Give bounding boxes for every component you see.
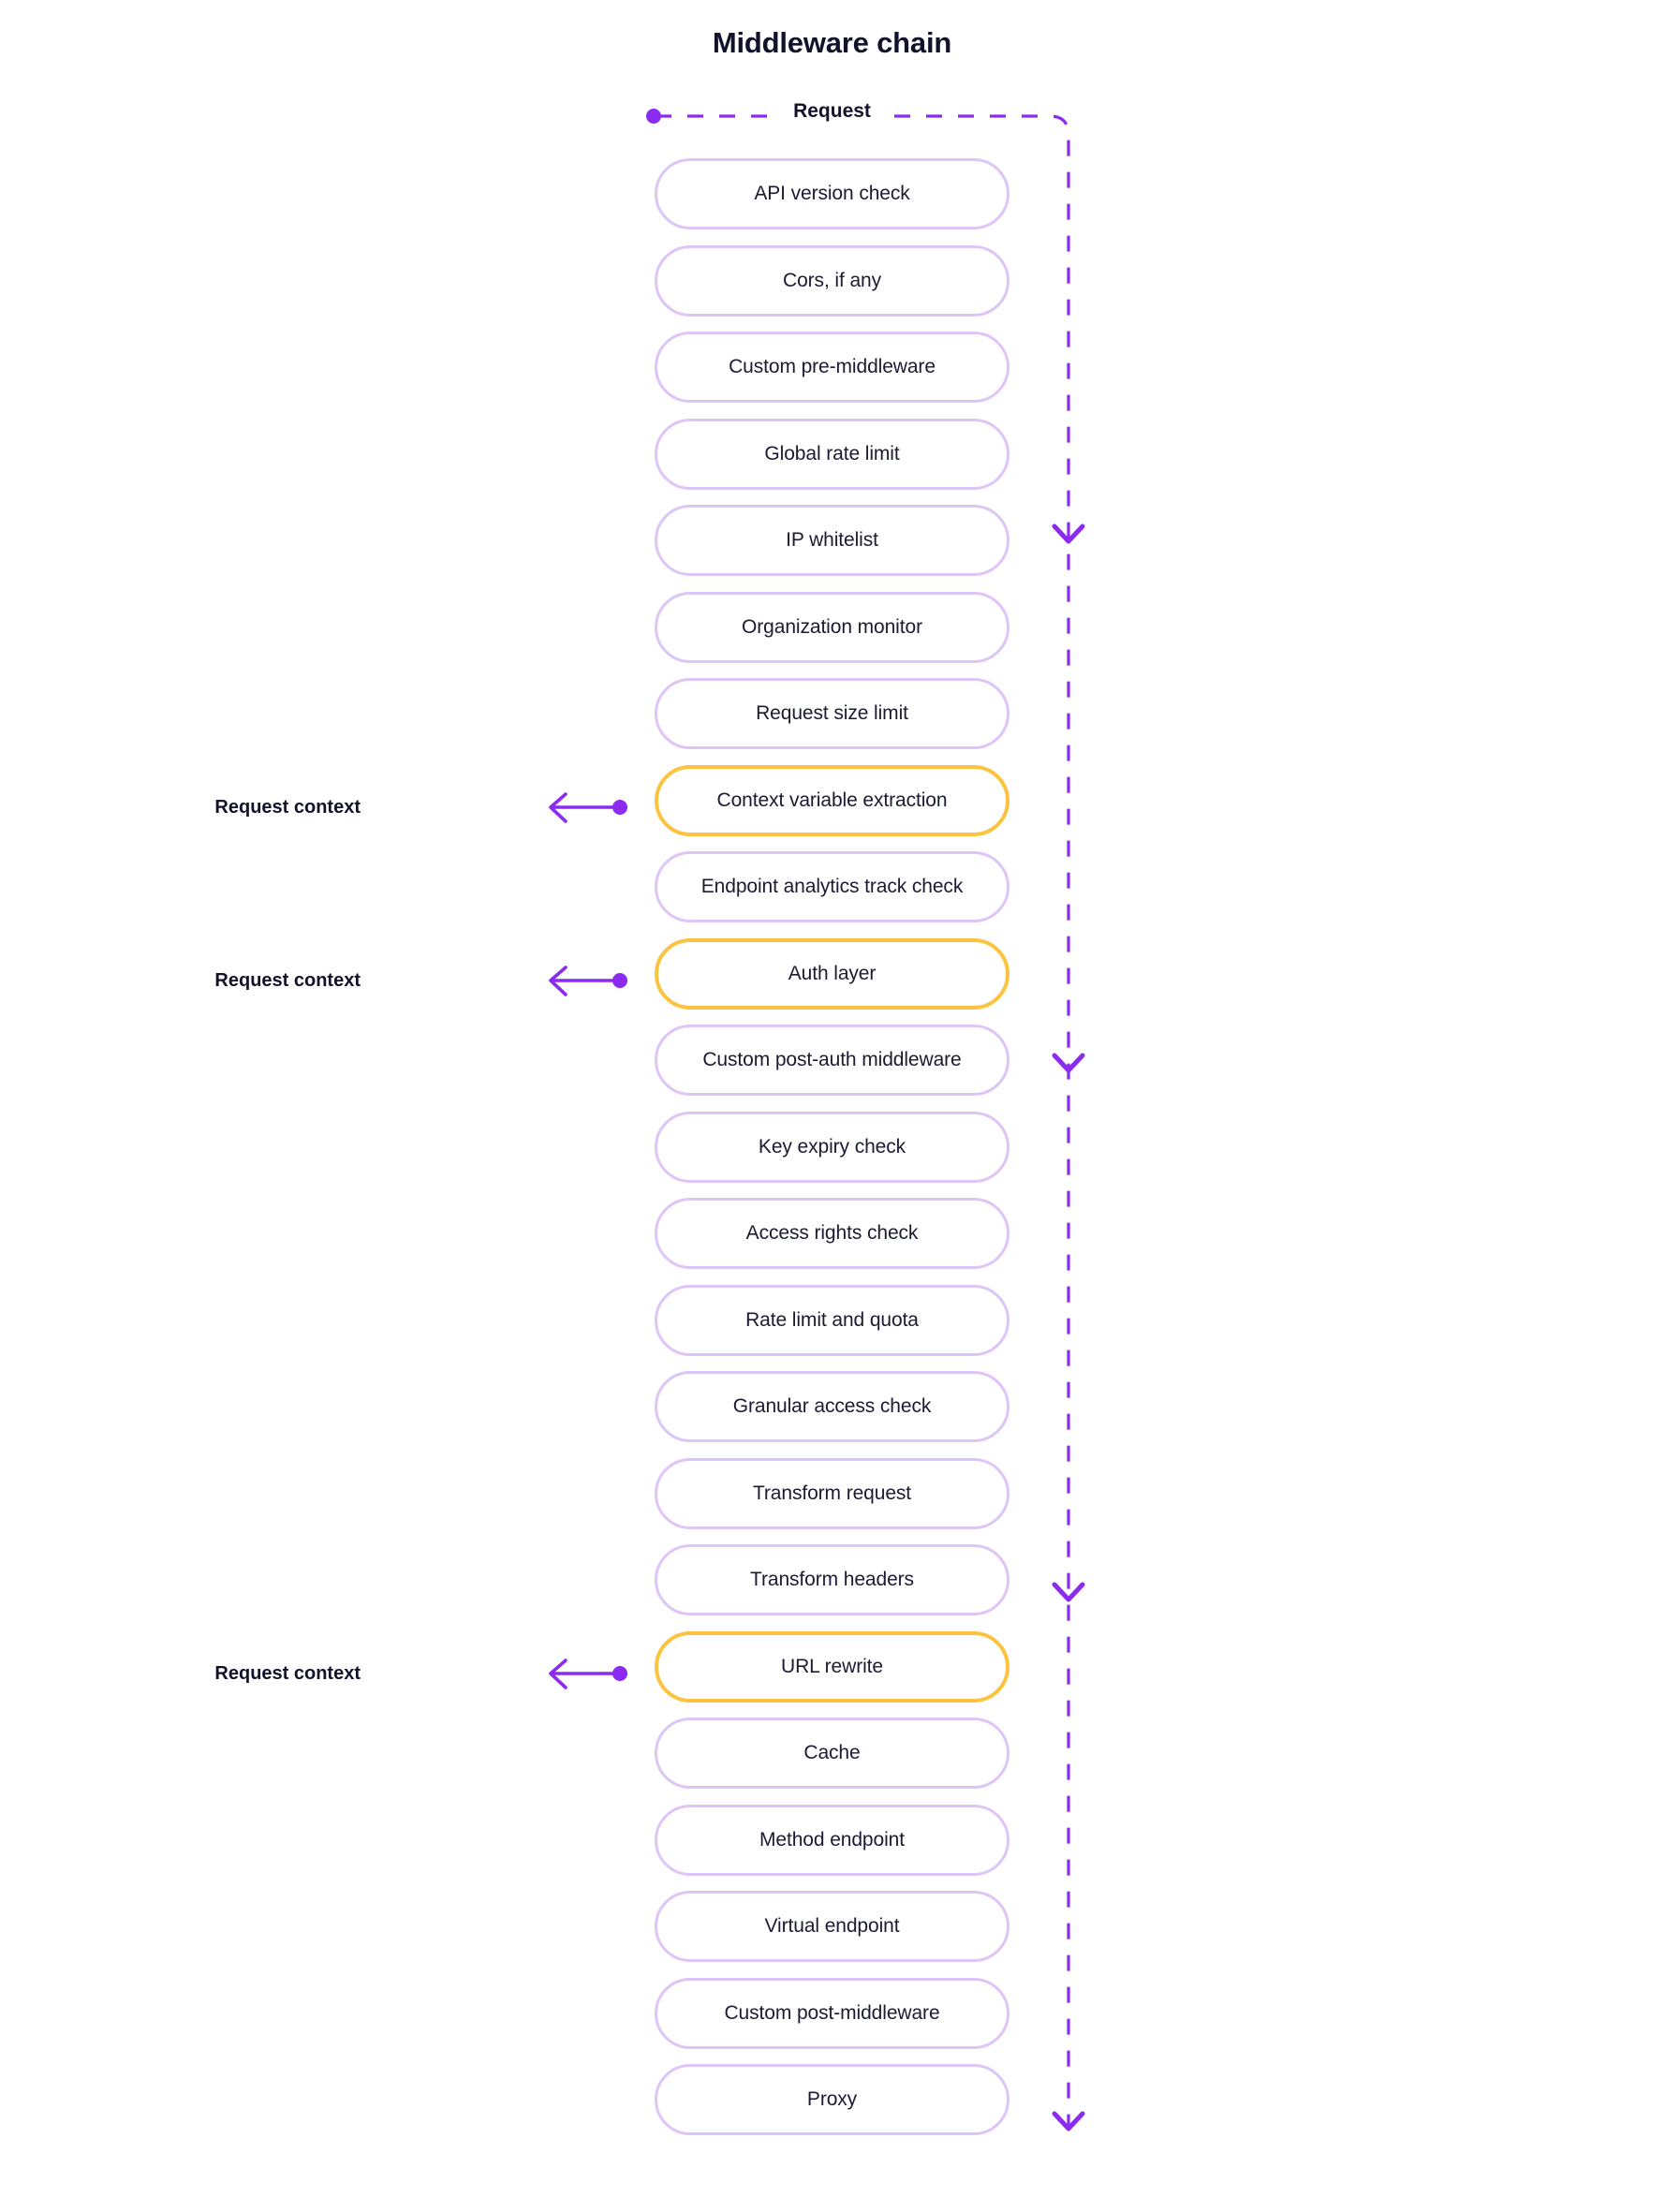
- middleware-node[interactable]: Cors, if any: [655, 244, 1009, 317]
- middleware-node[interactable]: Custom pre-middleware: [655, 332, 1009, 403]
- middleware-node[interactable]: Endpoint analytics track check: [655, 851, 1009, 922]
- middleware-node[interactable]: Request size limit: [655, 678, 1009, 749]
- middleware-node[interactable]: Organization monitor: [655, 591, 1009, 663]
- middleware-node[interactable]: Transform headers: [655, 1544, 1009, 1615]
- middleware-node[interactable]: Method endpoint: [655, 1804, 1009, 1876]
- middleware-node[interactable]: Custom post-auth middleware: [655, 1025, 1009, 1096]
- middleware-node[interactable]: IP whitelist: [655, 505, 1009, 576]
- request-entry-label: Request: [793, 100, 871, 122]
- middleware-node[interactable]: Access rights check: [655, 1198, 1009, 1269]
- middleware-node[interactable]: Global rate limit: [655, 418, 1009, 490]
- middleware-node[interactable]: Proxy: [655, 2064, 1009, 2135]
- request-context-arrow-2: [549, 966, 627, 996]
- middleware-node[interactable]: Transform request: [655, 1457, 1009, 1529]
- middleware-node[interactable]: Context variable extraction: [655, 764, 1009, 836]
- flow-arrowhead-4: [1052, 2111, 1085, 2131]
- middleware-node[interactable]: URL rewrite: [655, 1630, 1009, 1703]
- middleware-node[interactable]: Custom post-middleware: [655, 1977, 1009, 2049]
- request-context-label-2: Request context: [214, 970, 361, 991]
- page-title-wrap: Middleware chain: [655, 26, 1009, 60]
- middleware-node[interactable]: API version check: [655, 158, 1009, 229]
- middleware-node[interactable]: Granular access check: [655, 1371, 1009, 1442]
- request-context-arrow-3: [549, 1659, 627, 1689]
- request-context-label-3: Request context: [214, 1663, 361, 1684]
- middleware-node[interactable]: Auth layer: [655, 937, 1009, 1010]
- middleware-node[interactable]: Virtual endpoint: [655, 1891, 1009, 1962]
- request-context-label-1: Request context: [214, 797, 361, 818]
- middleware-node[interactable]: Cache: [655, 1718, 1009, 1789]
- middleware-node[interactable]: Key expiry check: [655, 1111, 1009, 1183]
- flow-arrowhead-3: [1052, 1582, 1085, 1602]
- page-title: Middleware chain: [712, 26, 952, 59]
- flow-arrowhead-2: [1052, 1053, 1085, 1073]
- middleware-node[interactable]: Rate limit and quota: [655, 1284, 1009, 1356]
- flow-arrowhead-1: [1052, 524, 1085, 544]
- request-context-arrow-1: [549, 792, 627, 823]
